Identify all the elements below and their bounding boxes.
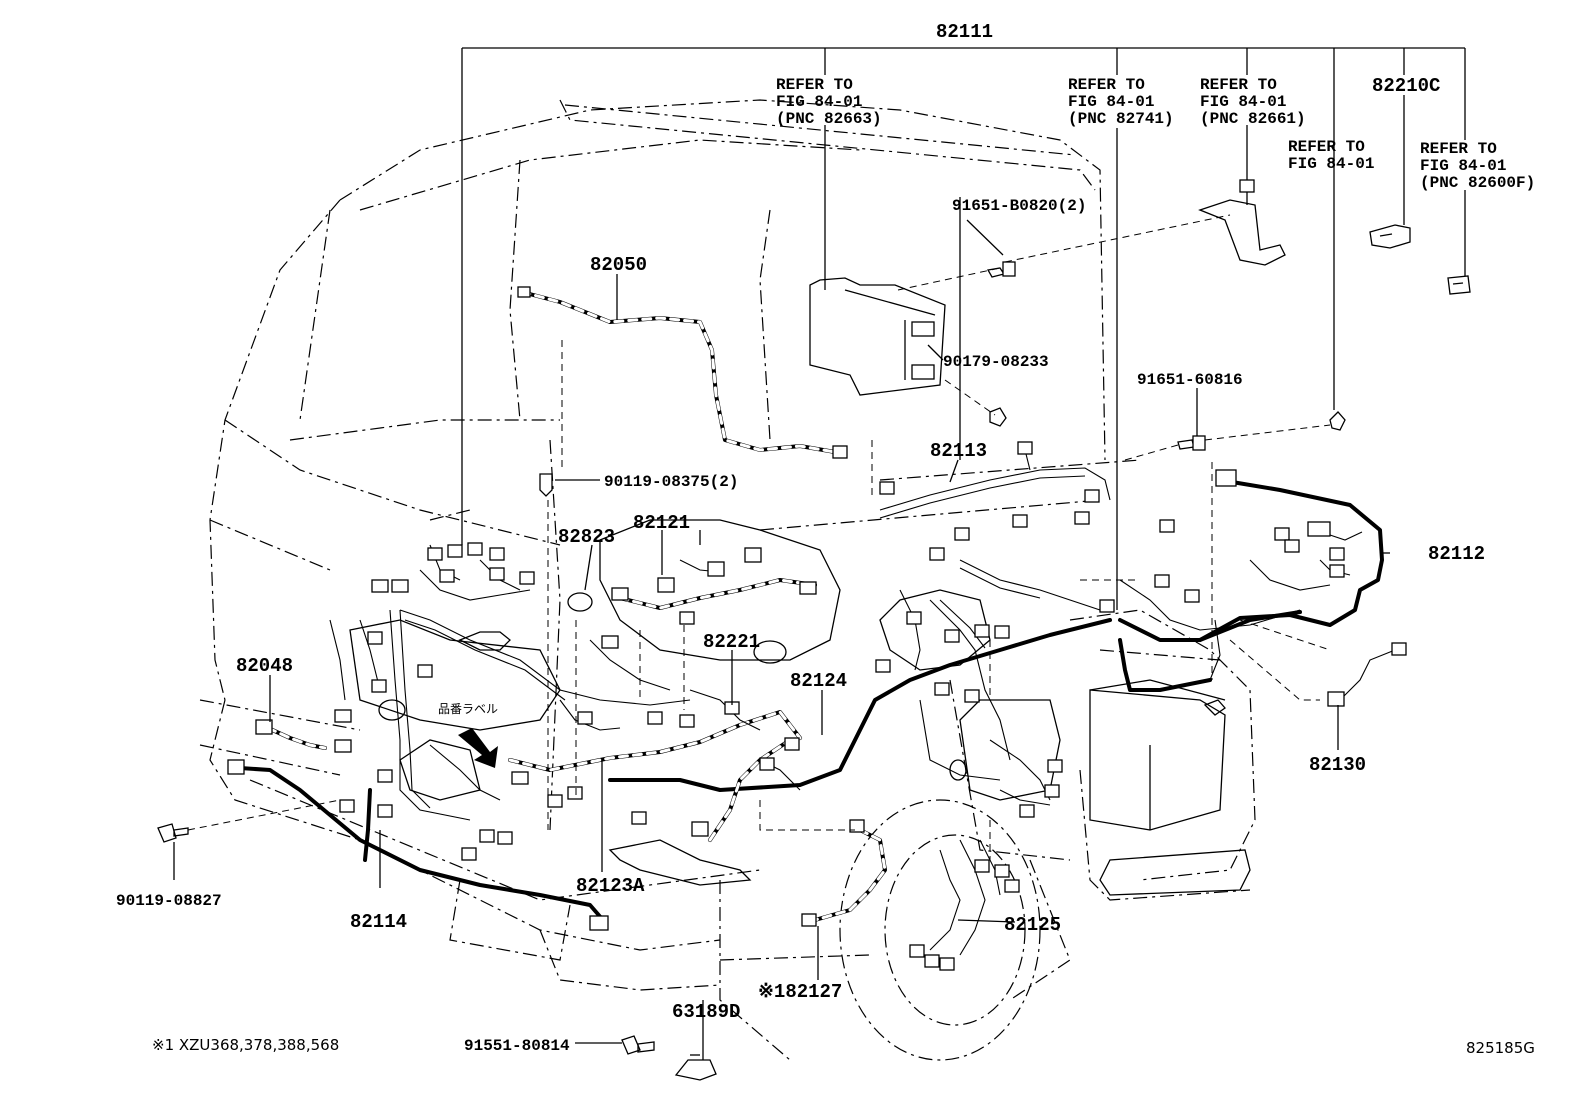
label-91651-b0820: 91651-B0820(2): [952, 197, 1086, 215]
label-82210c: 82210C: [1372, 75, 1440, 97]
leader-lines: [173, 47, 1466, 1060]
svg-text:(PNC 82663): (PNC 82663): [776, 110, 882, 128]
connectors: [334, 481, 1345, 971]
svg-text:FIG 84-01: FIG 84-01: [1068, 93, 1154, 111]
svg-text:REFER TO: REFER TO: [1420, 140, 1497, 158]
svg-text:REFER TO: REFER TO: [1200, 76, 1277, 94]
label-82125: 82125: [1004, 914, 1061, 936]
label-82127: ※182127: [758, 981, 842, 1003]
svg-text:REFER TO: REFER TO: [776, 76, 853, 94]
label-arrow: [458, 728, 498, 768]
label-82823: 82823: [558, 526, 615, 548]
part-labels: 82111 82210C 82050 82113 82112 82823 821…: [116, 21, 1535, 1057]
svg-text:REFER TO: REFER TO: [1288, 138, 1365, 156]
ecu-bracket: [809, 277, 946, 396]
label-82050: 82050: [590, 254, 647, 276]
svg-text:FIG 84-01: FIG 84-01: [1288, 155, 1374, 173]
label-91651-60816: 91651-60816: [1137, 371, 1243, 389]
harness-82114: [227, 759, 609, 931]
svg-text:(PNC 82600F): (PNC 82600F): [1420, 174, 1535, 192]
label-82112: 82112: [1428, 543, 1485, 565]
label-90119-08827: 90119-08827: [116, 892, 222, 910]
label-63189d: 63189D: [672, 1001, 740, 1023]
label-82111: 82111: [936, 21, 993, 43]
svg-text:FIG 84-01: FIG 84-01: [1200, 93, 1286, 111]
label-82048: 82048: [236, 655, 293, 677]
reference-dashes: [187, 214, 1331, 860]
label-90179-08233: 90179-08233: [943, 353, 1049, 371]
relay-connectors: [1369, 224, 1471, 295]
refer-note-82661: REFER TO FIG 84-01 (PNC 82661): [1200, 76, 1306, 128]
harness-82130: [1327, 642, 1407, 707]
harness-82121: [618, 578, 817, 610]
relay-bracket: [1198, 179, 1286, 266]
truck-cab-outline: [199, 99, 1256, 1061]
refer-note-82741: REFER TO FIG 84-01 (PNC 82741): [1068, 76, 1174, 128]
refer-note-82600f: REFER TO FIG 84-01 (PNC 82600F): [1420, 140, 1535, 192]
label-82221: 82221: [703, 631, 760, 653]
front-wheel: [839, 799, 1041, 1061]
harness-82048: [255, 719, 327, 750]
label-82114: 82114: [350, 911, 407, 933]
figure-code: 825185G: [1466, 1039, 1535, 1057]
harness-82123a: [508, 618, 1112, 792]
label-90119-08375: 90119-08375(2): [604, 473, 738, 491]
harness-82050: [517, 286, 848, 459]
label-82123a: 82123A: [576, 875, 645, 897]
footnote: ※1 XZU368,378,388,568: [152, 1036, 339, 1054]
label-82121: 82121: [633, 512, 690, 534]
label-91551-80814: 91551-80814: [464, 1037, 570, 1055]
svg-text:FIG 84-01: FIG 84-01: [776, 93, 862, 111]
battery-box: [1089, 679, 1251, 896]
svg-text:(PNC 82661): (PNC 82661): [1200, 110, 1306, 128]
harness-82113: [879, 441, 1111, 541]
refer-note-generic: REFER TO FIG 84-01: [1288, 138, 1374, 173]
refer-note-82663: REFER TO FIG 84-01 (PNC 82663): [776, 76, 882, 128]
label-82130: 82130: [1309, 754, 1366, 776]
bolts: [157, 261, 1346, 1081]
label-82113: 82113: [930, 440, 987, 462]
engine-harness: [329, 544, 1351, 956]
svg-text:(PNC 82741): (PNC 82741): [1068, 110, 1174, 128]
harness-82127: [801, 819, 887, 927]
svg-text:FIG 84-01: FIG 84-01: [1420, 157, 1506, 175]
harness-82124: [708, 738, 792, 842]
refer-to-blocks: REFER TO FIG 84-01 (PNC 82663) REFER TO …: [776, 76, 1535, 192]
label-82124: 82124: [790, 670, 847, 692]
svg-text:REFER TO: REFER TO: [1068, 76, 1145, 94]
engine-outline: [349, 519, 1061, 886]
label-part-number-label-jp: 品番ラベル: [438, 702, 498, 716]
